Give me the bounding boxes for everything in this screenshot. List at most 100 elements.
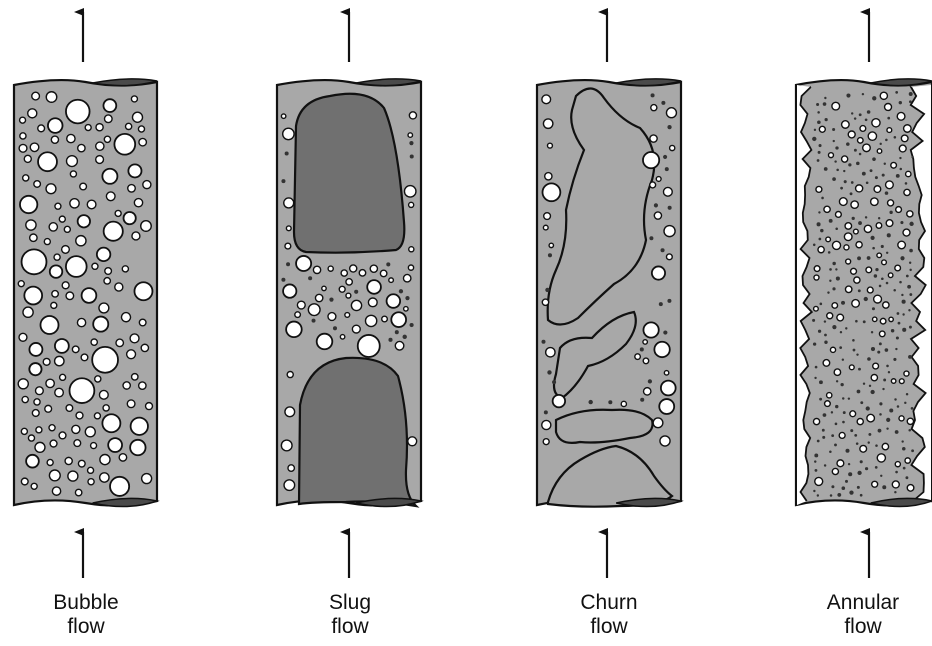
gas-bubble [885, 139, 888, 142]
gas-bubble [903, 467, 906, 470]
gas-bubble [823, 413, 827, 417]
gas-bubble [408, 133, 413, 138]
gas-bubble [897, 112, 905, 120]
gas-bubble [389, 278, 394, 283]
gas-bubble [22, 396, 28, 402]
gas-bubble [661, 381, 676, 396]
gas-bubble [399, 289, 403, 293]
gas-bubble [391, 312, 406, 327]
slug-flow-caption: Slug flow [275, 591, 425, 639]
taylor-bubble-upper [294, 94, 404, 253]
gas-bubble [643, 322, 658, 337]
gas-bubble [911, 407, 914, 410]
gas-bubble [860, 460, 863, 463]
gas-bubble [869, 385, 871, 387]
gas-bubble [881, 277, 884, 280]
gas-bubble [78, 460, 85, 467]
gas-bubble [409, 247, 414, 252]
gas-bubble [867, 256, 871, 260]
gas-bubble [542, 299, 548, 305]
gas-bubble [899, 145, 906, 152]
gas-bubble [815, 469, 818, 472]
gas-bubble [856, 442, 859, 445]
gas-bubble [388, 338, 392, 342]
gas-bubble [883, 379, 886, 382]
gas-bubble [548, 253, 552, 257]
gas-bubble [845, 449, 849, 453]
gas-bubble [814, 275, 819, 280]
gas-bubble [608, 400, 612, 404]
gas-bubble [835, 211, 841, 217]
gas-bubble [281, 179, 285, 183]
gas-bubble [842, 421, 845, 424]
gas-bubble [903, 229, 910, 236]
gas-bubble [870, 169, 873, 172]
gas-bubble [879, 413, 882, 416]
gas-bubble [842, 359, 844, 361]
gas-bubble [285, 152, 289, 156]
gas-bubble [403, 335, 407, 339]
gas-bubble [663, 155, 667, 159]
gas-bubble [830, 347, 835, 352]
gas-bubble [130, 440, 145, 455]
gas-bubble [115, 210, 121, 216]
gas-bubble [104, 136, 110, 142]
gas-bubble [857, 390, 861, 394]
gas-bubble [346, 279, 352, 285]
gas-bubble [865, 216, 867, 218]
gas-bubble [848, 463, 850, 465]
gas-bubble [542, 95, 551, 104]
gas-bubble [102, 169, 117, 184]
gas-bubble [848, 472, 852, 476]
gas-bubble [67, 156, 78, 167]
gas-bubble [845, 286, 851, 292]
gas-bubble [827, 393, 832, 398]
gas-bubble [409, 202, 414, 207]
gas-bubble [813, 490, 815, 492]
gas-bubble [35, 442, 45, 452]
gas-bubble [119, 454, 126, 461]
gas-bubble [857, 419, 863, 425]
gas-bubble [51, 136, 58, 143]
gas-bubble [885, 104, 892, 111]
gas-bubble [848, 397, 850, 399]
gas-bubble [100, 473, 109, 482]
gas-bubble [553, 395, 565, 407]
gas-bubble [886, 427, 888, 429]
gas-bubble [819, 380, 823, 384]
gas-bubble [877, 351, 880, 354]
gas-bubble [395, 341, 404, 350]
gas-bubble [283, 284, 296, 297]
gas-bubble [877, 454, 885, 462]
gas-bubble [141, 344, 148, 351]
gas-bubble [856, 353, 858, 355]
gas-bubble [128, 164, 141, 177]
gas-bubble [878, 429, 882, 433]
gas-bubble [380, 270, 386, 276]
gas-bubble [856, 162, 860, 166]
gas-bubble [849, 491, 853, 495]
gas-bubble [308, 304, 320, 316]
gas-bubble [854, 434, 857, 437]
gas-bubble [867, 287, 873, 293]
gas-bubble [82, 288, 97, 303]
gas-bubble [902, 300, 906, 304]
gas-bubble [822, 429, 825, 432]
gas-bubble [547, 143, 552, 148]
gas-bubble [317, 334, 333, 350]
gas-bubble [665, 167, 669, 171]
gas-bubble [814, 377, 816, 379]
gas-bubble [670, 145, 675, 150]
gas-bubble [36, 387, 44, 395]
gas-bubble [66, 256, 87, 277]
gas-bubble [875, 466, 878, 469]
gas-bubble [664, 226, 675, 237]
gas-bubble [819, 238, 822, 241]
gas-bubble [887, 117, 890, 120]
gas-bubble [842, 397, 844, 399]
gas-bubble [81, 354, 88, 361]
gas-bubble [867, 414, 875, 422]
gas-bubble [138, 126, 144, 132]
gas-bubble [834, 369, 840, 375]
